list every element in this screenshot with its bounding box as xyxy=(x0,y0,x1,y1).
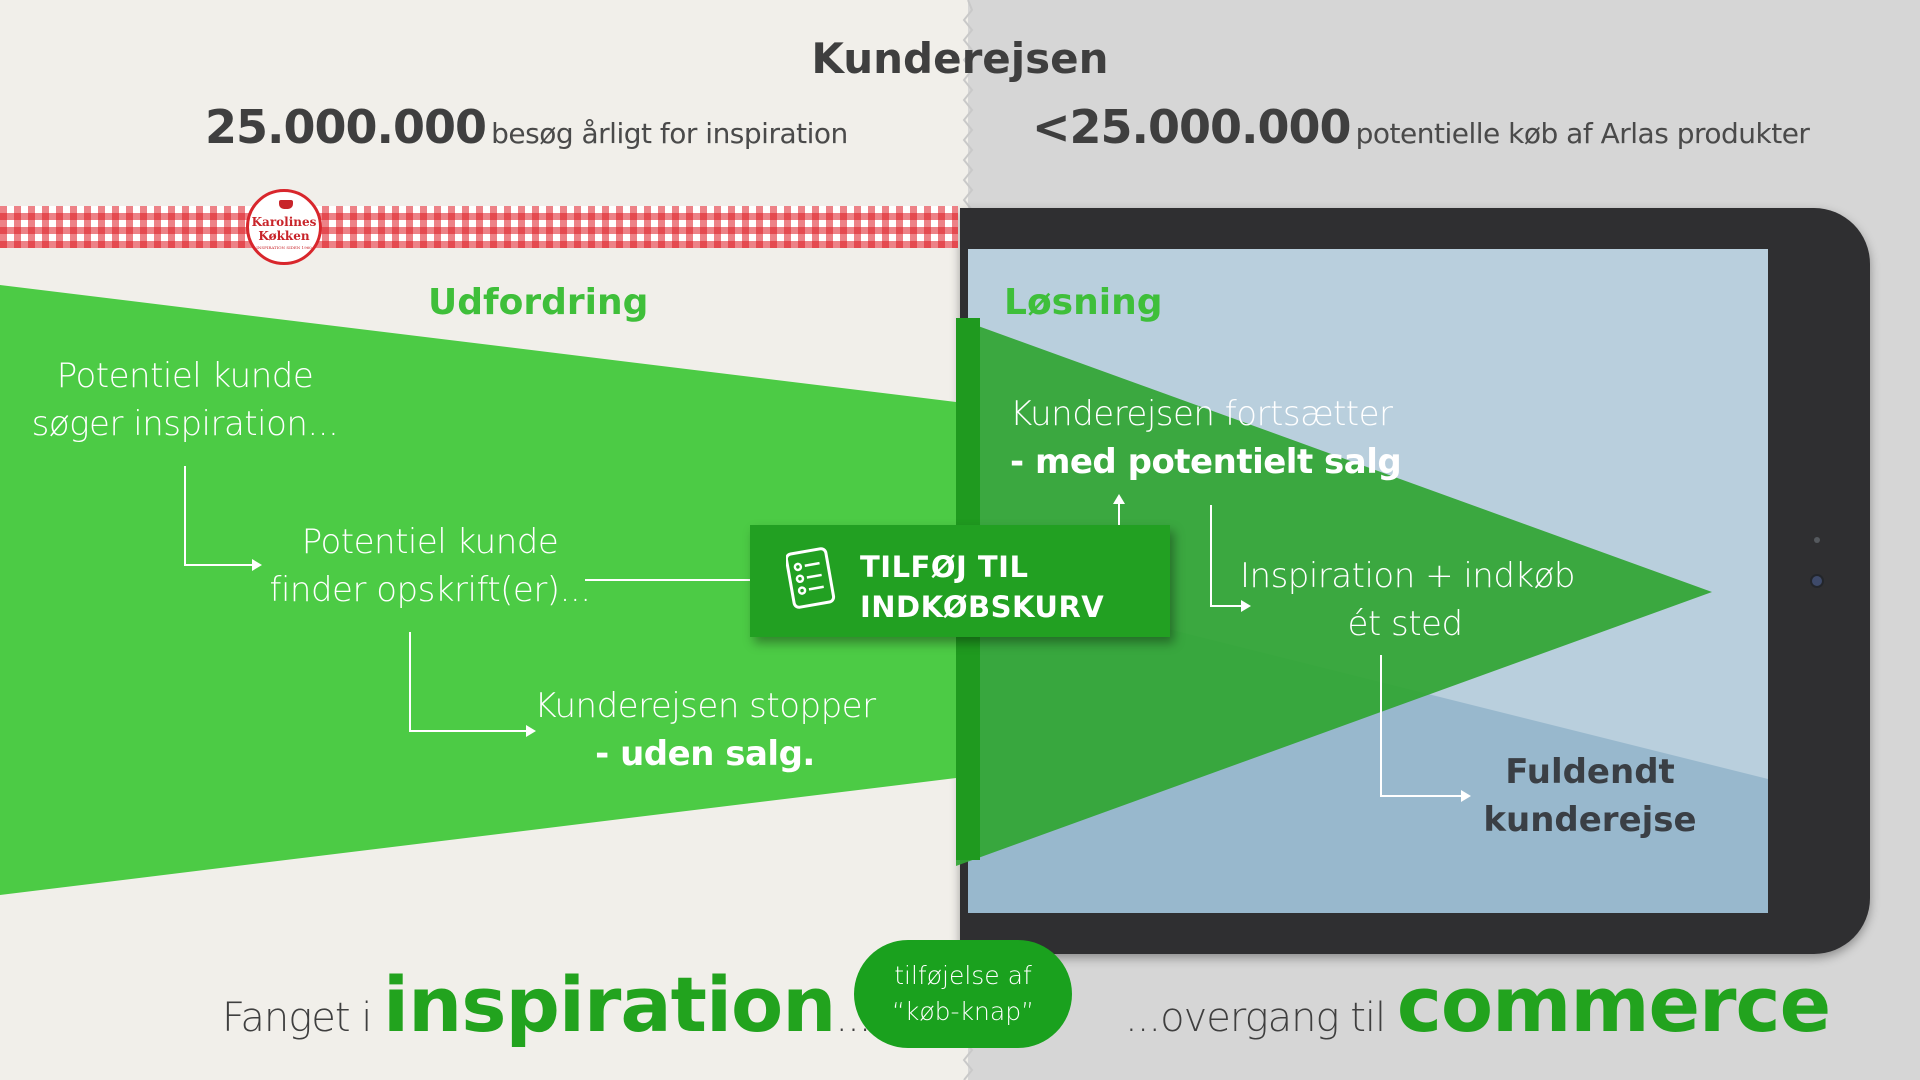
solution-heading: Løsning xyxy=(1004,282,1163,323)
shopping-list-icon xyxy=(786,547,836,609)
footer-right-prefix: ...overgang til xyxy=(1125,995,1397,1041)
solution-step-3-line-1: Fuldendt xyxy=(1505,752,1675,792)
solution-step-2-line-2: ét sted xyxy=(1347,604,1463,644)
challenge-step-3-line-2: - uden salg. xyxy=(595,734,815,774)
logo-line-1: Karolines xyxy=(251,215,317,229)
logo-line-2: Køkken xyxy=(258,229,310,243)
right-triangle xyxy=(956,318,1712,866)
stat-purchases: <25.000.000 potentielle køb af Arlas pro… xyxy=(1032,100,1810,154)
left-funnel xyxy=(0,285,956,895)
pot-icon xyxy=(279,200,293,209)
challenge-step-1: Potentiel kunde søger inspiration... xyxy=(0,352,370,448)
footer-left-prefix: Fanget i xyxy=(222,995,384,1041)
page-title: Kunderejsen xyxy=(811,34,1109,83)
karolines-kokken-logo: Karolines Køkken INSPIRATION SIDEN 1960 xyxy=(246,189,322,265)
solution-step-1: Kunderejsen fortsætter - med potentielt … xyxy=(1010,390,1410,486)
challenge-step-3: Kunderejsen stopper - uden salg. xyxy=(520,682,890,778)
stat-visits-label: besøg årligt for inspiration xyxy=(491,117,848,150)
badge-line-2: “køb-knap” xyxy=(891,997,1035,1026)
footer-left-caption: Fanget i inspiration... xyxy=(222,960,872,1049)
challenge-step-2-line-1: Potentiel kunde xyxy=(301,522,559,562)
footer-left-emphasis: inspiration xyxy=(383,960,836,1049)
challenge-step-2-line-2: finder opskrift(er)... xyxy=(269,570,591,610)
checkered-banner xyxy=(0,206,958,248)
stat-purchases-label: potentielle køb af Arlas produkter xyxy=(1355,117,1810,150)
stat-purchases-number: <25.000.000 xyxy=(1032,100,1352,154)
logo-tagline: INSPIRATION SIDEN 1960 xyxy=(256,245,312,250)
solution-step-2: Inspiration + indkøb ét sted xyxy=(1240,552,1576,648)
footer-right-emphasis: commerce xyxy=(1396,960,1831,1049)
solution-step-1-line-1: Kunderejsen fortsætter xyxy=(1010,394,1393,434)
challenge-step-1-line-2: søger inspiration... xyxy=(31,404,339,444)
solution-step-1-line-2: - med potentielt salg xyxy=(1010,442,1402,482)
challenge-heading: Udfordring xyxy=(428,282,649,323)
challenge-step-2: Potentiel kunde finder opskrift(er)... xyxy=(240,518,620,614)
add-to-cart-label: TILFØJ TIL INDKØBSKURV xyxy=(860,547,1104,627)
connector-arrowheads xyxy=(252,494,1471,802)
tablet-camera-icon xyxy=(1810,574,1824,588)
stat-visits-number: 25.000.000 xyxy=(205,100,487,154)
connector-lines xyxy=(184,466,1465,797)
footer-right-caption: ...overgang til commerce xyxy=(1125,960,1831,1049)
challenge-step-1-line-1: Potentiel kunde xyxy=(56,356,314,396)
challenge-step-3-line-1: Kunderejsen stopper xyxy=(534,686,876,726)
solution-step-3: Fuldendt kunderejse xyxy=(1450,748,1730,844)
badge-line-1: tilføjelse af xyxy=(894,961,1032,990)
stat-visits: 25.000.000 besøg årligt for inspiration xyxy=(205,100,848,154)
add-to-cart-line-2: INDKØBSKURV xyxy=(860,590,1105,624)
tablet-sensor-dot xyxy=(1814,537,1820,543)
add-to-cart-button[interactable]: TILFØJ TIL INDKØBSKURV xyxy=(750,525,1170,637)
solution-step-3-line-2: kunderejse xyxy=(1483,800,1697,840)
solution-step-2-line-1: Inspiration + indkøb xyxy=(1240,556,1576,596)
add-to-cart-line-1: TILFØJ TIL xyxy=(860,550,1029,584)
buy-button-badge: tilføjelse af “køb-knap” xyxy=(854,940,1072,1048)
